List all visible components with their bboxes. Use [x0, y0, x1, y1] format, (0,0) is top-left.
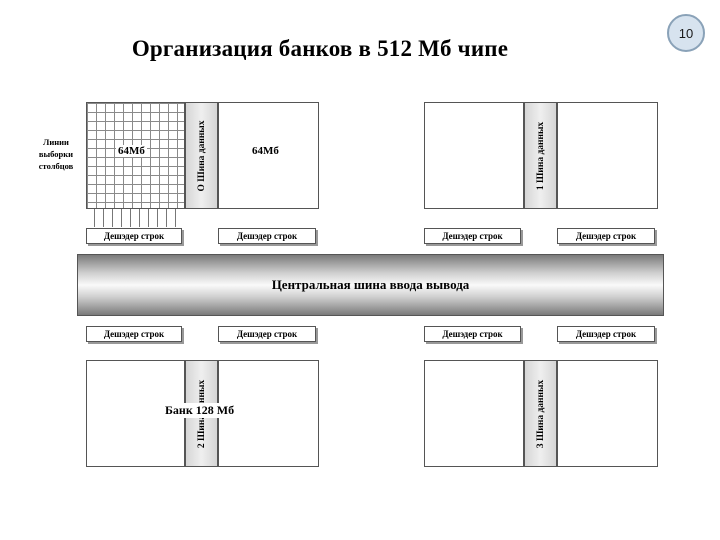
bank-2-center-label: Банк 128 Мб [163, 403, 237, 418]
bank-3-left-array [424, 360, 524, 467]
row-decoder-top-1: Дешэдер строк [86, 228, 182, 244]
column-line-stub [157, 209, 158, 227]
bank-0-right-label: 64Мб [252, 145, 279, 157]
central-io-bus: Центральная шина ввода вывода [77, 254, 664, 316]
column-select-lines-label: Линии выборки столбцов [30, 136, 82, 172]
bank-0-left-label: 64Мб [116, 145, 147, 157]
column-line-stub [94, 209, 95, 227]
row-decoder-top-2: Дешэдер строк [218, 228, 316, 244]
bank-3-data-bus: 3 Шина данных [524, 360, 557, 467]
column-line-stub [148, 209, 149, 227]
column-line-stub [103, 209, 104, 227]
bank-3-data-bus-label: 3 Шина данных [535, 379, 546, 448]
page-title: Организация банков в 512 Мб чипе [131, 36, 509, 61]
bank-3-right-array [557, 360, 658, 467]
bank-0-right-array [218, 102, 319, 209]
column-line-stub [121, 209, 122, 227]
row-decoder-bottom-3: Дешэдер строк [424, 326, 521, 342]
row-decoder-top-4: Дешэдер строк [557, 228, 655, 244]
column-line-stub [130, 209, 131, 227]
column-line-stub [175, 209, 176, 227]
column-line-stub [166, 209, 167, 227]
column-line-stub [112, 209, 113, 227]
row-decoder-bottom-1: Дешэдер строк [86, 326, 182, 342]
bank-0-data-bus-label: О Шина данных [196, 120, 207, 191]
central-io-bus-label: Центральная шина ввода вывода [271, 277, 470, 292]
bank-1-right-array [557, 102, 658, 209]
column-line-stub [139, 209, 140, 227]
column-lines-word-2: выборки [38, 149, 74, 159]
column-lines-word-1: Линии [43, 137, 69, 147]
row-decoder-bottom-4: Дешэдер строк [557, 326, 655, 342]
column-lines-word-3: столбцов [38, 161, 74, 171]
bank-1-data-bus-label: 1 Шина данных [535, 121, 546, 190]
bank-0-data-bus: О Шина данных [185, 102, 218, 209]
row-decoder-top-3: Дешэдер строк [424, 228, 521, 244]
page-number-badge: 10 [667, 14, 705, 52]
row-decoder-bottom-2: Дешэдер строк [218, 326, 316, 342]
bank-1-left-array [424, 102, 524, 209]
bank-1-data-bus: 1 Шина данных [524, 102, 557, 209]
